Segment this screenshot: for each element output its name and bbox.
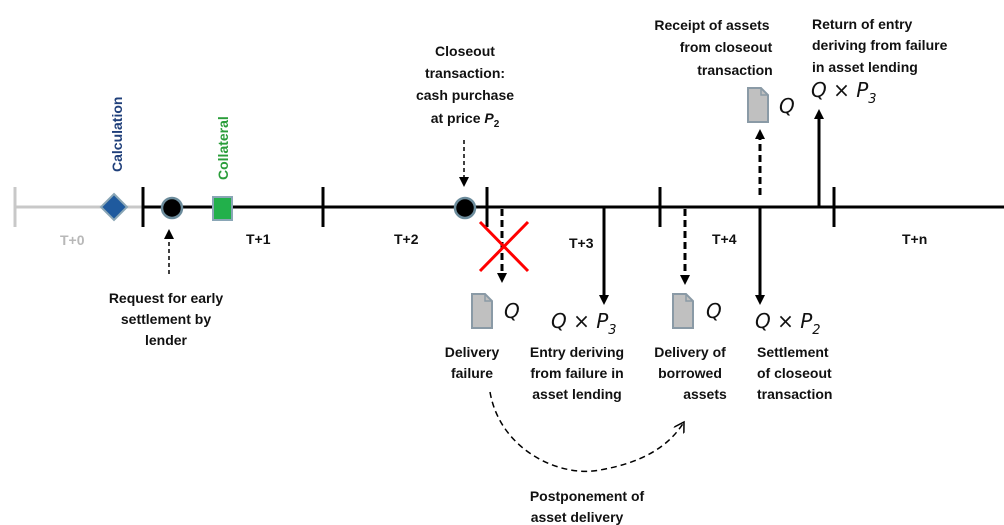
svg-text:assets: assets bbox=[683, 386, 727, 402]
svg-text:Closeout: Closeout bbox=[435, 43, 495, 59]
svg-text:lender: lender bbox=[145, 332, 188, 348]
return-entry-text: Return of entry deriving from failure in… bbox=[812, 16, 948, 75]
settlement-text: Settlement of closeout transaction bbox=[757, 344, 832, 402]
closeout-price-line: at price P2 bbox=[431, 110, 500, 130]
svg-text:borrowed: borrowed bbox=[658, 365, 722, 381]
square-marker-icon bbox=[212, 196, 233, 221]
svg-text:Entry deriving: Entry deriving bbox=[530, 344, 624, 360]
svg-text:cash purchase: cash purchase bbox=[416, 87, 514, 103]
postponement-arrow bbox=[489, 391, 684, 472]
svg-text:transaction: transaction bbox=[757, 386, 832, 402]
svg-text:Delivery of: Delivery of bbox=[654, 344, 726, 360]
circle-node-icon bbox=[160, 196, 184, 220]
svg-text:Receipt of assets: Receipt of assets bbox=[654, 17, 769, 33]
svg-text:failure: failure bbox=[451, 365, 493, 381]
receipt-text: Receipt of assets from closeout transact… bbox=[654, 17, 772, 78]
period-label-t2: T+2 bbox=[394, 231, 419, 247]
entry-deriving-text: Entry deriving from failure in asset len… bbox=[530, 344, 624, 402]
svg-text:asset lending: asset lending bbox=[532, 386, 621, 402]
document-icon bbox=[471, 293, 493, 329]
svg-text:in asset lending: in asset lending bbox=[812, 59, 918, 75]
settlement-amount: Q × P2 bbox=[755, 309, 821, 338]
svg-text:Postponement of: Postponement of bbox=[530, 488, 645, 504]
postponement-text: Postponement of asset delivery bbox=[530, 488, 645, 525]
collateral-label: Collateral bbox=[215, 116, 231, 180]
svg-text:asset delivery: asset delivery bbox=[531, 509, 624, 525]
svg-text:Delivery: Delivery bbox=[445, 344, 500, 360]
diamond-marker-icon bbox=[99, 192, 129, 222]
receipt-quantity: Q bbox=[779, 94, 795, 118]
svg-text:from closeout: from closeout bbox=[680, 39, 773, 55]
period-label-t3: T+3 bbox=[569, 235, 594, 251]
svg-text:Settlement: Settlement bbox=[757, 344, 829, 360]
svg-text:deriving from failure: deriving from failure bbox=[812, 37, 948, 53]
circle-node-icon bbox=[453, 196, 477, 220]
delivery-borrowed-quantity: Q bbox=[706, 299, 722, 323]
svg-text:of closeout: of closeout bbox=[757, 365, 832, 381]
period-label-t0: T+0 bbox=[60, 232, 85, 248]
request-text: Request for early settlement by lender bbox=[109, 290, 224, 348]
svg-text:Return of entry: Return of entry bbox=[812, 16, 913, 32]
period-label-tn: T+n bbox=[902, 231, 927, 247]
closeout-text: Closeout transaction: cash purchase at p… bbox=[416, 43, 514, 130]
document-icon bbox=[747, 87, 769, 123]
delivery-borrowed-text: Delivery of borrowed assets bbox=[654, 344, 727, 402]
svg-text:Request for early: Request for early bbox=[109, 290, 224, 306]
period-label-t4: T+4 bbox=[712, 231, 737, 247]
svg-text:transaction:: transaction: bbox=[425, 65, 505, 81]
return-entry-amount: Q × P3 bbox=[811, 78, 877, 107]
svg-text:settlement by: settlement by bbox=[121, 311, 211, 327]
period-label-t1: T+1 bbox=[246, 231, 271, 247]
document-icon bbox=[672, 293, 694, 329]
delivery-failure-text: Delivery failure bbox=[445, 344, 500, 381]
cross-icon bbox=[478, 220, 530, 273]
delivery-failure-quantity: Q bbox=[504, 299, 520, 323]
entry-deriving-amount: Q × P3 bbox=[551, 309, 617, 338]
calculation-label: Calculation bbox=[109, 97, 125, 172]
timeline-main bbox=[141, 187, 1004, 227]
svg-text:from failure in: from failure in bbox=[530, 365, 623, 381]
svg-text:transaction: transaction bbox=[697, 62, 772, 78]
